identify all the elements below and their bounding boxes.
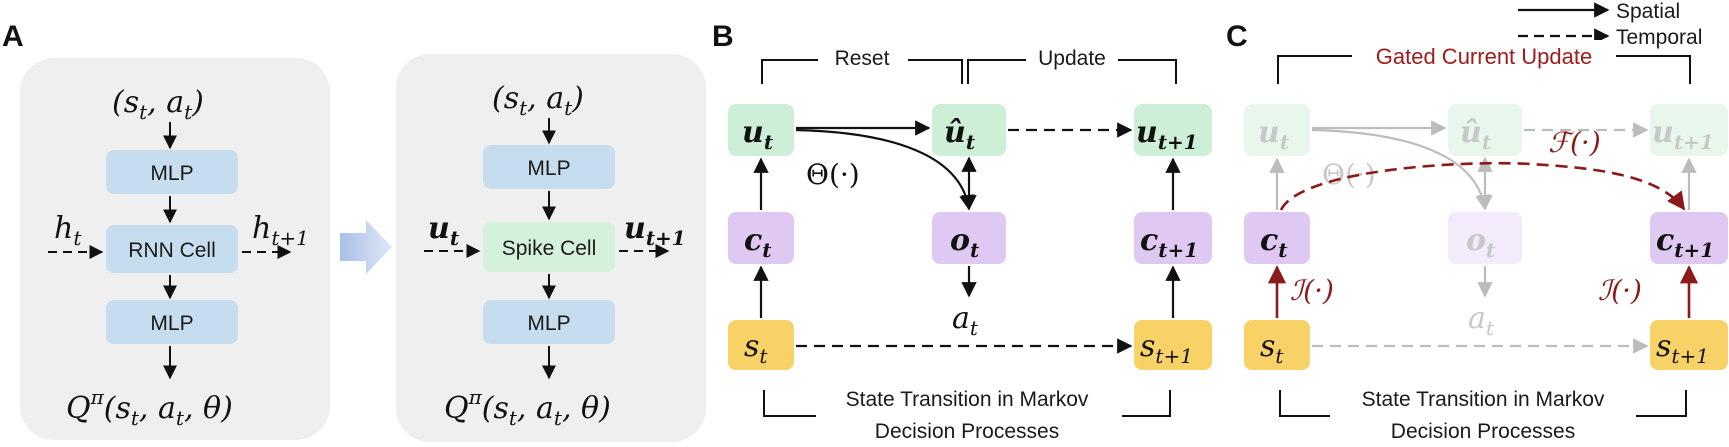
panel-b: Reset Update ut ût ut+1 ct ot ct+1 st st…	[728, 44, 1212, 444]
mlp-bottom-label: MLP	[150, 312, 193, 335]
c-mdp-caption-line1: State Transition in Markov	[1362, 388, 1605, 411]
spike-cell-label: Spike Cell	[502, 237, 597, 260]
c-s-next-box	[1650, 320, 1728, 370]
c-i-left-label: ℐ(·)	[1290, 274, 1334, 307]
u-t-box	[728, 104, 794, 156]
panel-a-left: (st, at) MLP RNN Cell ht ht+1 MLP Qπ(st,…	[20, 58, 330, 440]
c-u-t-label: ut	[1258, 115, 1290, 154]
c-u-hat-label: ût	[1460, 115, 1492, 154]
c-next-label: ct+1	[1140, 223, 1198, 262]
s-next-box	[1134, 320, 1212, 370]
u-next-label: ut+1	[1136, 115, 1198, 154]
mlp-bottom-label-right: MLP	[527, 312, 570, 335]
mlp-bottom-box-right	[483, 300, 615, 344]
c-c-next-box	[1650, 212, 1728, 264]
panel-c-label: C	[1226, 20, 1248, 53]
c-a-t-label: at	[1468, 301, 1495, 340]
legend-temporal-label: Temporal	[1616, 26, 1702, 49]
membrane-out-label: ut+1	[624, 211, 686, 250]
s-t-label: st	[744, 329, 768, 368]
panel-a-right-input: (st, at)	[492, 81, 584, 120]
c-arrow-gated-f	[1279, 161, 1686, 211]
gated-update-label: Gated Current Update	[1376, 44, 1592, 69]
panel-a-label: A	[2, 20, 24, 53]
mlp-bottom-box	[106, 300, 238, 344]
c-u-next-label: ut+1	[1652, 115, 1714, 154]
c-t-label: ct	[744, 223, 772, 262]
c-s-next-label: st+1	[1656, 329, 1709, 368]
reset-label-bg	[818, 44, 908, 74]
s-t-box	[728, 320, 794, 370]
u-t-label: ut	[742, 115, 774, 154]
c-u-hat-box	[1448, 104, 1522, 156]
mlp-top-box-right	[483, 145, 615, 189]
mdp-caption-line2: Decision Processes	[875, 420, 1059, 443]
a-t-label: at	[952, 301, 979, 340]
update-label-bg	[1026, 44, 1118, 74]
c-next-box	[1134, 212, 1212, 264]
panel-a-right-output: Qπ(st, at, θ)	[444, 385, 611, 430]
theta-label: Θ(·)	[806, 158, 860, 191]
spike-cell-box	[483, 222, 615, 272]
mlp-top-label-right: MLP	[527, 157, 570, 180]
mlp-top-box	[106, 150, 238, 194]
s-next-label: st+1	[1140, 329, 1193, 368]
rnn-cell-label: RNN Cell	[128, 239, 216, 262]
c-o-t-box	[1448, 212, 1522, 264]
c-f-label: ℱ(·)	[1548, 126, 1601, 159]
mdp-caption-bg	[816, 384, 1122, 444]
u-hat-box	[932, 104, 1006, 156]
c-o-t-label: ot	[1466, 223, 1496, 262]
panel-a-left-input: (st, at)	[112, 85, 204, 124]
c-i-right-label: ℐ(·)	[1598, 274, 1642, 307]
mlp-top-label: MLP	[150, 162, 193, 185]
c-c-t-box	[1244, 212, 1310, 264]
transition-arrow-icon	[340, 220, 392, 274]
c-mdp-caption-bg	[1330, 384, 1636, 444]
update-label: Update	[1038, 47, 1106, 70]
panel-b-label: B	[712, 20, 734, 53]
panel-a-left-output: Qπ(st, at, θ)	[66, 385, 233, 430]
o-t-box	[932, 212, 1006, 264]
c-t-box	[728, 212, 794, 264]
u-next-box	[1134, 104, 1212, 156]
rnn-cell-box	[106, 225, 238, 273]
panel-a-right: (st, at) MLP Spike Cell ut ut+1 MLP Qπ(s…	[396, 54, 706, 442]
gated-label-bg	[1352, 40, 1616, 72]
c-c-t-label: ct	[1260, 223, 1288, 262]
reset-label: Reset	[835, 47, 890, 70]
c-c-next-label: ct+1	[1656, 223, 1714, 262]
c-mdp-caption-line2: Decision Processes	[1391, 420, 1575, 443]
c-u-t-box	[1244, 104, 1310, 156]
panel-c: Spatial Temporal Gated Current Update ut…	[1244, 0, 1728, 444]
legend-spatial-label: Spatial	[1616, 0, 1680, 23]
c-s-t-box	[1244, 320, 1310, 370]
membrane-in-label: ut	[428, 211, 460, 250]
c-u-next-box	[1650, 104, 1728, 156]
u-hat-label: ût	[944, 115, 976, 154]
hidden-in-label: ht	[54, 211, 82, 250]
mdp-caption-line1: State Transition in Markov	[846, 388, 1089, 411]
c-s-t-label: st	[1260, 329, 1284, 368]
o-t-label: ot	[950, 223, 980, 262]
